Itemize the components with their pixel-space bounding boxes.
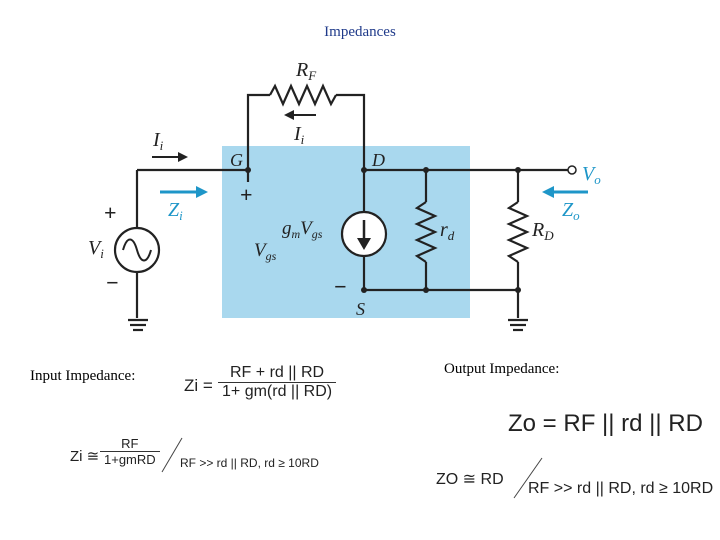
drain-label: D — [371, 150, 385, 170]
zi-approx-numerator: RF — [100, 436, 160, 452]
gm-vgs-label: gmVgs — [282, 218, 323, 241]
zi-label: Zi — [168, 199, 183, 223]
zi-approx-fraction: RF 1+gmRD — [100, 436, 160, 467]
vgs-label: Vgs — [254, 240, 277, 263]
approx-slash — [161, 437, 183, 473]
zi-approx-denominator: 1+gmRD — [104, 452, 156, 467]
source-label: S — [356, 299, 365, 319]
zi-formula-lhs: Zi = — [184, 376, 213, 395]
source-plus-label: + — [104, 200, 117, 225]
input-impedance-heading: Input Impedance: — [30, 368, 136, 384]
source-minus-label: − — [106, 270, 119, 295]
zi-approx-lhs: Zi ≅ — [70, 448, 100, 465]
gate-plus-label: + — [240, 182, 253, 207]
circuit-wires — [128, 83, 568, 332]
gate-label: G — [230, 150, 243, 170]
rd-small-label: rd — [440, 219, 455, 243]
zo-approx: ZO ≅ RD — [436, 471, 504, 488]
zi-formula-numerator: RF + rd || RD — [218, 364, 337, 383]
circuit-nodes — [245, 167, 521, 293]
ii-left-label: Ii — [152, 129, 164, 153]
zo-approx-condition: RF >> rd || RD, rd ≥ 10RD — [528, 480, 714, 497]
vi-label: Vi — [88, 237, 104, 261]
vgs-minus-label: − — [334, 274, 347, 299]
rf-label: RF — [295, 59, 317, 83]
zi-formula-fraction: RF + rd || RD 1+ gm(rd || RD) — [218, 364, 337, 401]
current-arrow-icon — [152, 110, 316, 162]
rd-large-label: RD — [531, 219, 554, 243]
page-title: Impedances — [324, 24, 396, 40]
zo-label: Zo — [562, 199, 580, 223]
output-impedance-heading: Output Impedance: — [444, 361, 560, 377]
ii-top-label: Ii — [293, 123, 305, 147]
impedance-arrow-icon — [160, 186, 588, 198]
approx-slash — [513, 457, 543, 499]
zo-formula: Zo = RF || rd || RD — [508, 410, 703, 437]
zi-approx-condition: RF >> rd || RD, rd ≥ 10RD — [180, 456, 319, 470]
zi-formula-denominator: 1+ gm(rd || RD) — [222, 383, 333, 400]
output-terminal — [567, 165, 577, 175]
vo-label: Vo — [582, 163, 601, 187]
